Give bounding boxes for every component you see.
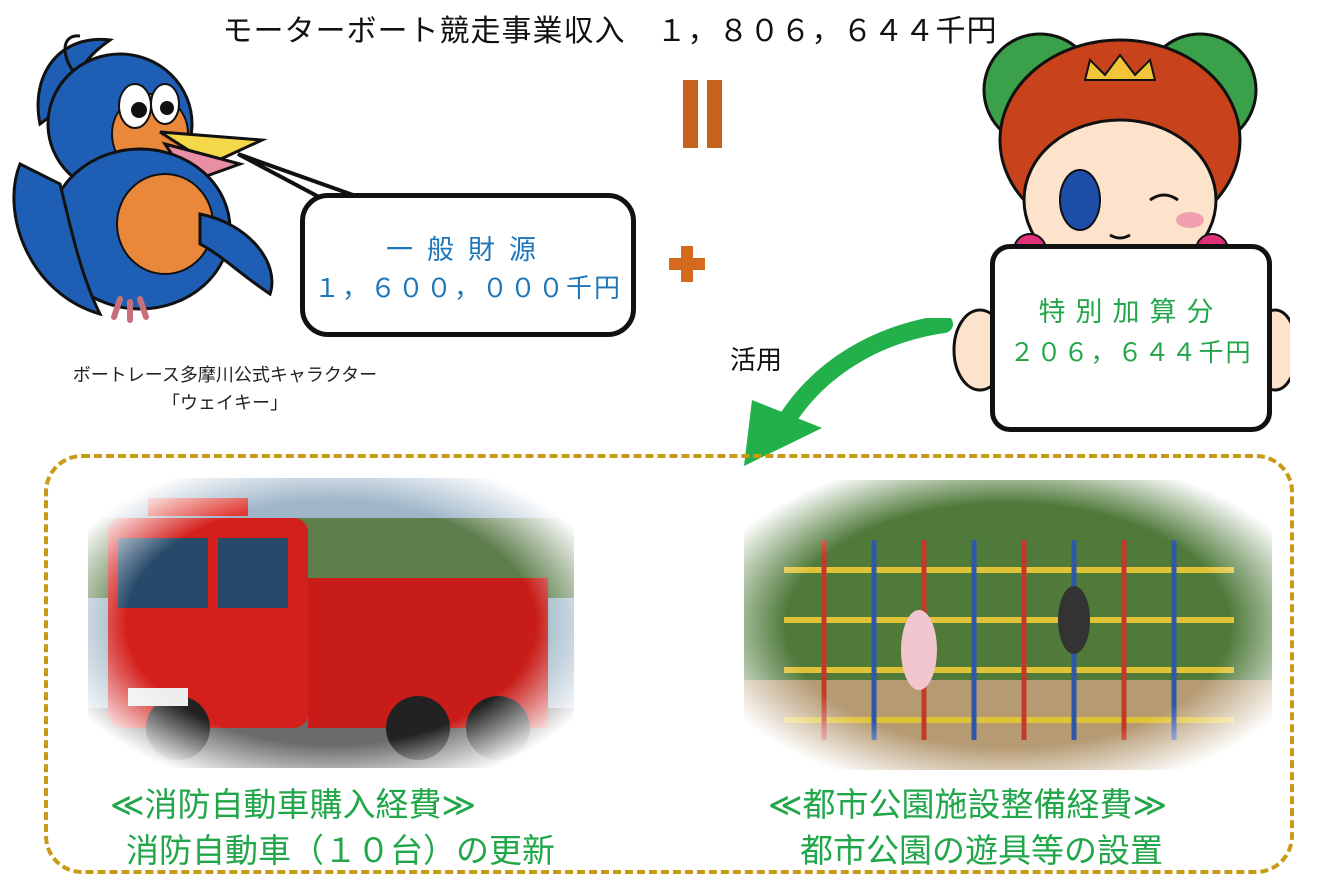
girl-character-illustration [952,32,1290,392]
wakey-character-illustration [12,34,274,323]
fire-engine-photo [88,478,574,768]
item-heading-park: ≪都市公園施設整備経費≫ [768,785,1168,824]
arrow-label: 活用 [730,346,783,376]
page-title: モーターボート競走事業収入 １，８０６，６４４千円 [222,14,998,49]
character-caption: ボートレース多摩川公式キャラクター 「ウェイキー」 [20,362,430,418]
equals-sign-icon [683,80,723,148]
item-detail-park: 都市公園の遊具等の設置 [800,831,1163,870]
general-fund-bubble: 一般財源 １，６００，０００千円 [300,193,636,337]
character-caption-line2: 「ウェイキー」 [162,393,288,414]
plus-sign-icon [669,246,705,282]
general-fund-label: 一般財源 [386,235,550,266]
usage-panel [44,454,1294,874]
special-addition-label: 特別加算分 [1038,297,1224,328]
curved-arrow-icon [744,318,953,466]
general-fund-amount: １，６００，０００千円 [313,274,622,304]
playground-photo [744,480,1272,770]
item-detail-fire-engine: 消防自動車（１０台）の更新 [126,831,555,870]
special-addition-amount: ２０６，６４４千円 [1009,338,1253,367]
special-addition-sign: 特別加算分 ２０６，６４４千円 [990,244,1272,432]
item-heading-fire-engine: ≪消防自動車購入経費≫ [110,785,477,824]
character-caption-line1: ボートレース多摩川公式キャラクター [72,365,378,386]
